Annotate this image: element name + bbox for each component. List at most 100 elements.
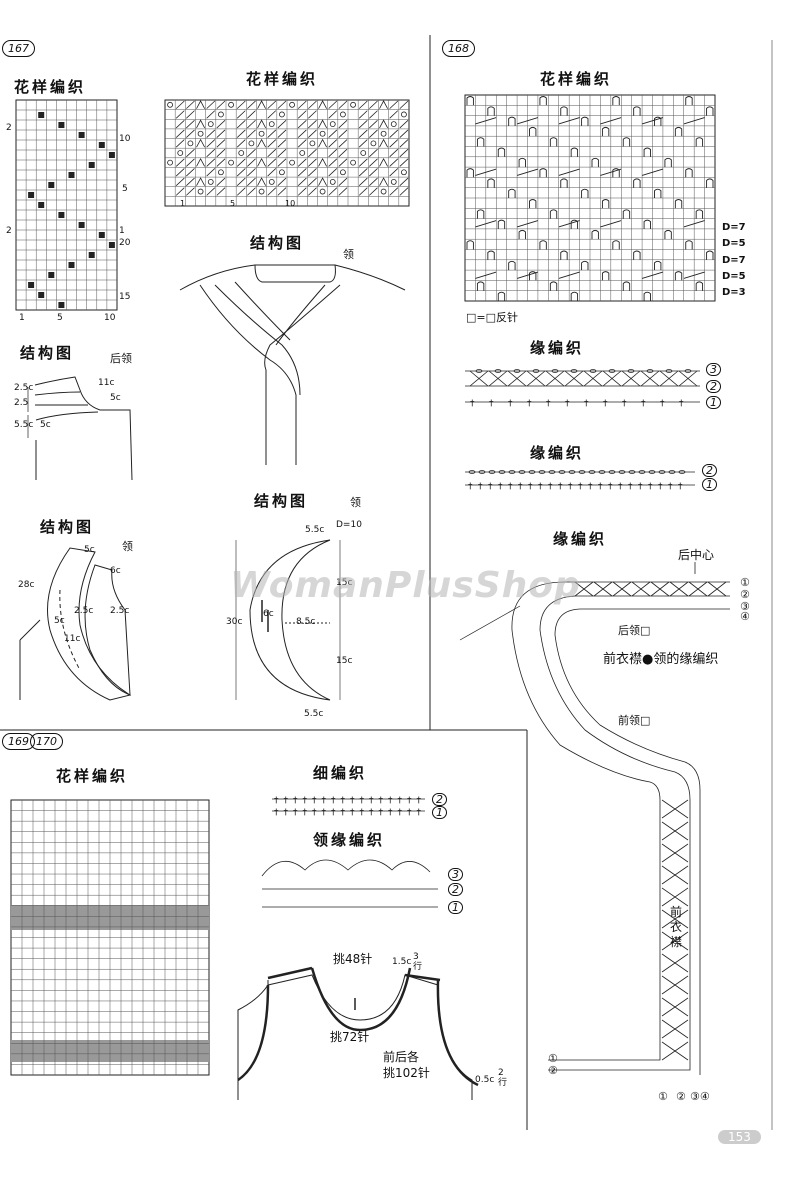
collar-edge-title: 领缘编织 [313, 831, 386, 849]
svg-text:†: † [379, 808, 384, 818]
dim-label: 2.5 [14, 398, 29, 408]
svg-text:†: † [568, 482, 573, 492]
svg-text:†: † [379, 796, 384, 806]
svg-text:†: † [303, 808, 308, 818]
row-marker: 1 [432, 806, 447, 819]
struct-title-d: 结构图 [254, 492, 309, 510]
watermark: WomanPlusShop [230, 565, 581, 606]
svg-text:†: † [293, 808, 298, 818]
row-marker: 2 [702, 464, 717, 477]
dim-label: 5.5c [14, 420, 34, 430]
svg-text:†: † [341, 808, 346, 818]
row-marker: ② [740, 588, 750, 601]
row-marker: ② [548, 1064, 558, 1077]
dim-label: 5.5c [305, 525, 325, 535]
badge-168: 168 [442, 40, 475, 57]
chart-num: 5 [57, 313, 63, 323]
pick48-label: 挑48针 [333, 952, 373, 966]
d-label: D=7 [722, 255, 746, 266]
svg-text:†: † [398, 808, 403, 818]
svg-text:†: † [478, 482, 483, 492]
badge-167: 167 [2, 40, 35, 57]
collar-label-b: 领 [343, 248, 354, 261]
filled-cell [88, 252, 95, 258]
filled-cell [78, 222, 85, 228]
d-label: D=5 [722, 238, 746, 249]
filled-cell [78, 132, 85, 138]
dim-label: 28c [18, 580, 35, 590]
filled-cell [88, 162, 95, 168]
filled-cell [38, 202, 45, 208]
row-marker: 2 [432, 793, 447, 806]
dim-label: 5c [110, 393, 121, 403]
dim-label: D=10 [336, 520, 362, 530]
svg-text:†: † [668, 482, 673, 492]
svg-text:†: † [638, 482, 643, 492]
rows2-label: 2行 [498, 1068, 508, 1088]
d-label: D=3 [722, 287, 746, 298]
fine-title: 细编织 [313, 764, 368, 782]
back-collar-label: 后领 [110, 352, 132, 365]
svg-text:†: † [388, 796, 393, 806]
svg-text:†: † [558, 482, 563, 492]
svg-text:†: † [293, 796, 298, 806]
row-marker: 1 [448, 901, 463, 914]
filled-cell [28, 192, 35, 198]
dim-label: 2.5c [14, 383, 34, 393]
filled-cell [48, 182, 55, 188]
edge-title-1: 缘编织 [530, 339, 585, 357]
dim-label: 5c [54, 616, 65, 626]
filled-cell [58, 122, 65, 128]
pattern-title-168: 花样编织 [540, 70, 613, 88]
svg-text:†: † [584, 399, 589, 409]
pattern-title-169: 花样编织 [56, 767, 129, 785]
filled-cell [108, 152, 115, 158]
chart-num: 2 [6, 123, 12, 133]
row-marker: ① [740, 576, 750, 589]
svg-text:†: † [360, 796, 365, 806]
row-marker: ④ [740, 610, 750, 623]
rows3-label: 3行 [413, 952, 423, 972]
filled-cell [58, 302, 65, 308]
svg-text:†: † [322, 808, 327, 818]
svg-text:†: † [312, 808, 317, 818]
svg-text:†: † [527, 399, 532, 409]
svg-text:†: † [398, 796, 403, 806]
row-marker: ③④ [690, 1090, 710, 1103]
chart-num: 1 [180, 199, 186, 208]
chart-num: 20 [119, 238, 131, 248]
svg-text:†: † [660, 399, 665, 409]
svg-text:†: † [648, 482, 653, 492]
legend-168: □=□反针 [466, 311, 519, 324]
dim-label: 11c [64, 634, 81, 644]
front-placket-edge-label: 前衣襟●领的缘编织 [603, 652, 719, 667]
svg-text:†: † [369, 796, 374, 806]
svg-text:†: † [341, 796, 346, 806]
svg-text:†: † [350, 808, 355, 818]
row-marker: 3 [448, 868, 463, 881]
svg-text:†: † [322, 796, 327, 806]
row-marker: 1 [702, 478, 717, 491]
dim-label: 11c [98, 378, 115, 388]
svg-text:†: † [622, 399, 627, 409]
svg-text:†: † [274, 796, 279, 806]
svg-text:†: † [284, 796, 289, 806]
svg-text:†: † [350, 796, 355, 806]
svg-text:†: † [303, 796, 308, 806]
row-marker: ① [548, 1052, 558, 1065]
svg-text:†: † [312, 796, 317, 806]
struct-title-c: 结构图 [40, 518, 95, 536]
dim-label: 2.5c [110, 606, 130, 616]
svg-text:†: † [538, 482, 543, 492]
row-marker: 1 [706, 396, 721, 409]
svg-text:†: † [618, 482, 623, 492]
